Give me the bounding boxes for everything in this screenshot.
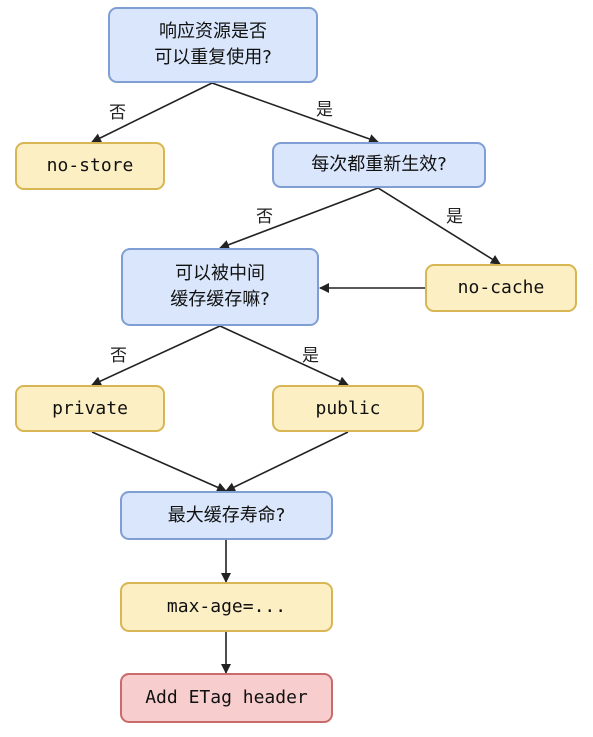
question-max-age: 最大缓存寿命? <box>120 491 333 540</box>
answer-max-age-text: max-age=... <box>166 596 287 617</box>
answer-max-age: max-age=... <box>120 582 333 632</box>
edge-reusable-no <box>91 82 213 143</box>
edge-label-revalidate-yes: 是 <box>446 207 463 227</box>
edge-label-intermediate-yes: 是 <box>302 346 319 366</box>
question-reusable: 响应资源是否 可以重复使用? <box>108 7 318 83</box>
question-max-age-text: 最大缓存寿命? <box>167 504 286 526</box>
edge-reusable-yes <box>211 82 379 144</box>
edge-label-revalidate-no: 否 <box>256 207 273 227</box>
answer-no-store: no-store <box>15 142 165 190</box>
edge-label-reusable-no: 否 <box>109 103 126 123</box>
answer-no-store-text: no-store <box>46 155 134 176</box>
answer-no-cache-text: no-cache <box>457 277 545 298</box>
edge-intermediate-no <box>91 325 221 386</box>
edge-revalidate-no <box>219 187 379 250</box>
question-intermediate-cache-text: 可以被中间 缓存缓存嘛? <box>170 263 270 310</box>
question-revalidate: 每次都重新生效? <box>272 142 486 188</box>
answer-etag-header-text: Add ETag header <box>145 687 308 708</box>
question-revalidate-text: 每次都重新生效? <box>311 154 447 175</box>
question-reusable-text: 响应资源是否 可以重复使用? <box>154 21 272 68</box>
edge-public-to-maxage <box>225 431 349 492</box>
answer-public: public <box>272 385 424 432</box>
answer-private: private <box>15 385 165 432</box>
answer-public-text: public <box>315 397 381 419</box>
answer-private-text: private <box>52 397 128 419</box>
answer-etag-header: Add ETag header <box>120 673 333 723</box>
edge-private-to-maxage <box>91 431 227 492</box>
edge-revalidate-yes <box>377 187 501 265</box>
edge-label-reusable-yes: 是 <box>316 100 333 120</box>
question-intermediate-cache: 可以被中间 缓存缓存嘛? <box>121 248 319 326</box>
edge-intermediate-yes <box>219 325 349 386</box>
edge-label-intermediate-no: 否 <box>110 346 127 366</box>
answer-no-cache: no-cache <box>425 264 577 312</box>
